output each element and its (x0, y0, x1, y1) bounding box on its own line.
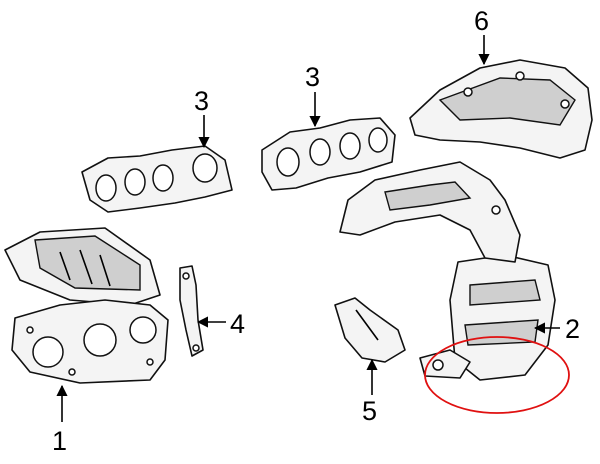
callout-2: 2 (565, 314, 580, 344)
callout-6: 6 (474, 6, 489, 36)
part-3-gasket-right (261, 117, 396, 191)
exhaust-manifold-right (339, 161, 521, 263)
callout-1: 1 (52, 426, 67, 456)
part-6-heat-insulator (409, 59, 593, 159)
callout-5: 5 (362, 396, 377, 426)
callout-3-right: 3 (305, 62, 320, 92)
part-3-gasket-left (81, 145, 233, 213)
part-5-support-bracket (334, 297, 406, 363)
part-2-catalytic-converter (419, 254, 556, 381)
callout-4: 4 (230, 309, 245, 339)
part-4-bracket-stay (179, 265, 204, 357)
part-1-left-manifold-assembly (4, 227, 169, 384)
highlight-circle (424, 336, 570, 414)
callout-3-left: 3 (194, 86, 209, 116)
